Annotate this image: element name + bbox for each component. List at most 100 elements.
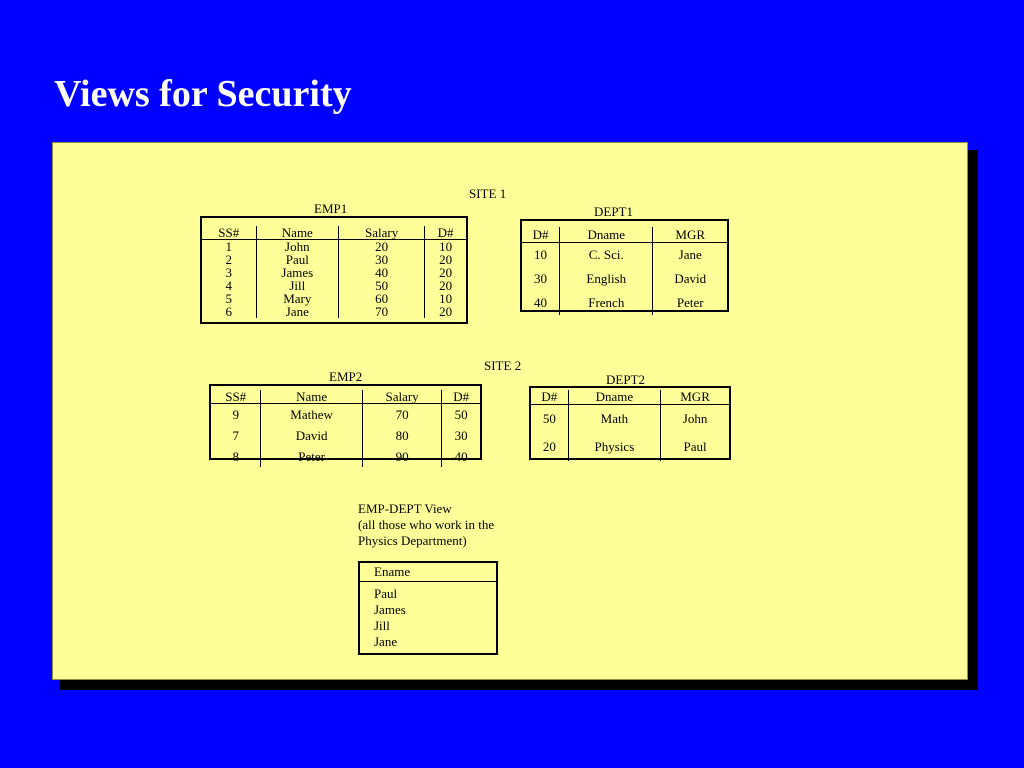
- view-name-item: Jane: [374, 634, 398, 649]
- emp1-cell: 10: [424, 292, 466, 305]
- view-title: EMP-DEPT View: [358, 501, 452, 516]
- dept1-cell: 30: [534, 271, 548, 286]
- emp1-cell: 30: [338, 253, 425, 266]
- dept1-cell: Peter: [652, 291, 727, 315]
- emp1-cell: 6: [225, 304, 233, 319]
- dept1-label: DEPT1: [594, 204, 633, 219]
- emp1-cell: 40: [338, 266, 425, 279]
- emp1-col-header: Salary: [338, 226, 425, 240]
- dept2-col-header: Dname: [567, 390, 661, 405]
- emp2-cell: Mathew: [260, 403, 363, 425]
- emp1-cell: John: [255, 239, 339, 253]
- dept2-cell: John: [660, 404, 729, 433]
- dept2-col-header: D#: [531, 390, 569, 405]
- dept2-label: DEPT2: [606, 372, 645, 387]
- dept2-cell: Physics: [567, 433, 661, 461]
- dept1-col-header: MGR: [652, 227, 727, 243]
- emp1-cell: James: [255, 266, 339, 279]
- site1-label: SITE 1: [469, 186, 507, 201]
- site2-label: SITE 2: [484, 358, 522, 373]
- emp2-cell: 70: [361, 403, 442, 425]
- emp1-label: EMP1: [314, 201, 348, 216]
- dept1-cell: C. Sci.: [559, 242, 653, 267]
- dept2-cell: Math: [567, 404, 661, 433]
- emp1-cell: 10: [424, 239, 466, 253]
- dept2-cell: 20: [542, 439, 556, 454]
- view-desc-line3: Physics Department): [358, 533, 467, 548]
- emp1-cell: 5: [225, 291, 233, 306]
- emp1-cell: 2: [225, 252, 233, 267]
- emp2-cell: 30: [441, 425, 480, 446]
- emp1-cell: 60: [338, 292, 425, 305]
- emp2-cell: David: [260, 425, 363, 446]
- emp1-cell: 20: [424, 266, 466, 279]
- dept1-cell: English: [559, 267, 653, 291]
- emp1-cell: 4: [225, 278, 233, 293]
- emp2-col-header: D#: [441, 390, 480, 404]
- dept1-cell: 10: [534, 247, 548, 262]
- dept1-cell: David: [652, 267, 727, 291]
- emp2-cell: 8: [232, 449, 239, 464]
- dept1-row: 10 C. Sci.Jane: [522, 242, 727, 267]
- view-name-item: Jill: [374, 618, 390, 633]
- dept2-col-header: MGR: [660, 390, 729, 405]
- emp2-col-header: Name: [260, 390, 363, 404]
- slide-title: Views for Security: [54, 73, 352, 115]
- view-column-header: Ename: [360, 563, 496, 582]
- emp2-cell: 9: [232, 407, 239, 422]
- emp1-cell: 50: [338, 279, 425, 292]
- view-description: EMP-DEPT View (all those who work in the…: [358, 501, 494, 549]
- emp1-cell: 3: [225, 265, 233, 280]
- emp1-cell: 20: [424, 279, 466, 292]
- emp1-frame: [200, 216, 468, 324]
- emp1-cell: 20: [424, 305, 466, 318]
- emp1-cell: 20: [424, 253, 466, 266]
- emp2-col-header: Salary: [361, 390, 442, 404]
- emp1-col-header: SS#: [202, 226, 257, 240]
- dept2-cell: Paul: [660, 433, 729, 461]
- emp1-cell: Mary: [255, 292, 339, 305]
- dept1-col-header: Dname: [559, 227, 653, 243]
- emp1-cell: 70: [338, 305, 425, 318]
- view-desc-line2: (all those who work in the: [358, 517, 495, 532]
- dept1-cell: French: [559, 291, 653, 315]
- emp2-label: EMP2: [329, 369, 363, 384]
- emp2-cell: 80: [361, 425, 442, 446]
- emp1-cell: Paul: [255, 253, 339, 266]
- emp2-col-header: SS#: [211, 390, 261, 404]
- view-name-item: James: [374, 602, 406, 617]
- emp1-col-header: D#: [424, 226, 466, 240]
- emp1-cell: 20: [338, 239, 425, 253]
- emp2-cell: 7: [232, 428, 239, 443]
- emp1-cell: 1: [225, 239, 233, 254]
- dept1-col-header: D#: [522, 227, 560, 243]
- emp1-cell: Jane: [255, 305, 339, 318]
- emp1-cell: Jill: [255, 279, 339, 292]
- emp2-cell: Peter: [260, 446, 363, 467]
- dept2-cell: 50: [542, 411, 556, 426]
- dept1-cell: Jane: [652, 242, 727, 267]
- emp2-cell: 90: [361, 446, 442, 467]
- view-name-item: Paul: [374, 586, 398, 601]
- emp1-col-header: Name: [255, 226, 339, 240]
